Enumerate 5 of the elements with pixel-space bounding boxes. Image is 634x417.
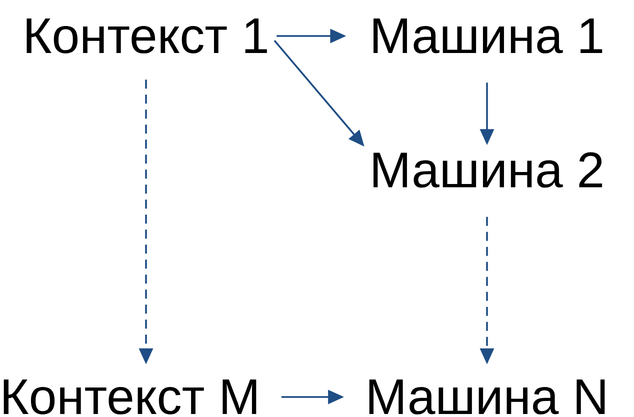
node-label: Машина 2 <box>374 152 602 188</box>
node-label: Контекст M <box>4 380 256 414</box>
node-label: Машина N <box>369 380 605 414</box>
node-label: Машина 1 <box>374 18 602 54</box>
node-label: Контекст 1 <box>26 18 267 54</box>
